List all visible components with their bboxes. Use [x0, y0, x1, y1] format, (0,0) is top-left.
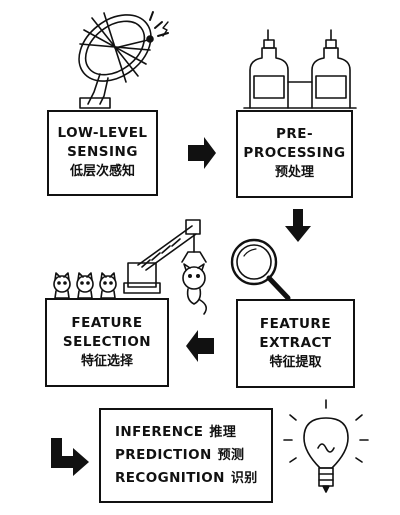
arrow-icon: [51, 137, 311, 476]
final-row-en: INFERENCE: [115, 424, 204, 440]
final-row-zh: 识别: [230, 471, 258, 486]
step-pre-processing: PRE- PROCESSING 预处理: [236, 110, 353, 198]
satellite-dish-icon: [78, 11, 169, 109]
final-row-inference: INFERENCE 推理: [115, 421, 236, 444]
light-bulb-icon: [283, 399, 369, 493]
step-inference-prediction-recognition: INFERENCE 推理 PREDICTION 预测 RECOGNITION 识别: [99, 408, 273, 503]
step-title-line: FEATURE: [259, 315, 332, 332]
step-title-line: SELECTION: [62, 333, 152, 350]
step-chinese-label: 预处理: [274, 165, 314, 180]
step-feature-selection: FEATURE SELECTION 特征选择: [45, 298, 169, 387]
final-row-prediction: PREDICTION 预测: [115, 444, 244, 467]
final-row-zh: 推理: [209, 425, 237, 440]
step-chinese-label: 特征选择: [80, 353, 133, 369]
magnifier-icon: [230, 238, 291, 301]
step-title-line: PROCESSING: [243, 145, 346, 161]
step-title-line: LOW-LEVEL: [57, 125, 148, 141]
reagent-bottles-icon: [243, 29, 357, 109]
step-title-line: PRE-: [275, 126, 314, 142]
cat-toys-icon: [53, 272, 117, 299]
step-title-line: SENSING: [67, 144, 138, 160]
step-feature-extract: FEATURE EXTRACT 特征提取: [236, 299, 355, 388]
step-low-level-sensing: LOW-LEVEL SENSING 低层次感知: [47, 110, 158, 196]
final-row-en: RECOGNITION: [115, 470, 225, 486]
step-title-line: EXTRACT: [259, 334, 332, 351]
final-row-recognition: RECOGNITION 识别: [115, 467, 258, 490]
robot-crane-icon: [123, 219, 208, 315]
step-title-line: FEATURE: [71, 314, 143, 331]
final-row-zh: 预测: [217, 448, 245, 463]
step-chinese-label: 低层次感知: [69, 164, 135, 179]
final-row-en: PREDICTION: [115, 447, 212, 463]
step-chinese-label: 特征提取: [269, 354, 322, 370]
